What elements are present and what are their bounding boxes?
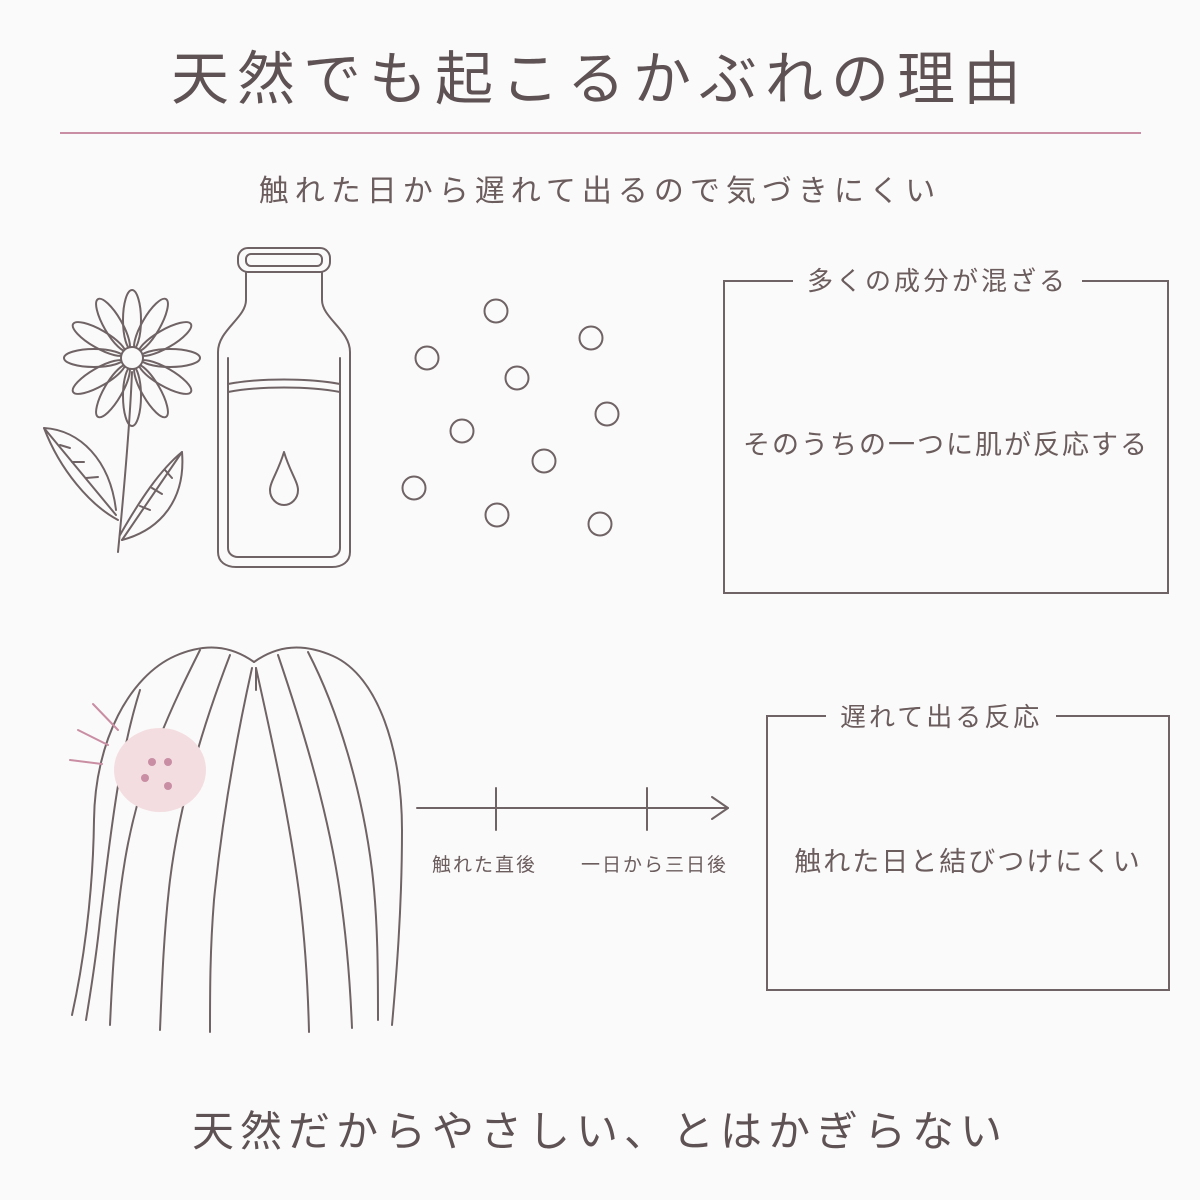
droplet-icon [269,451,299,506]
timeline-arrow-icon [416,787,729,831]
ingredients-panel-label: 多くの成分が混ざる [793,261,1083,298]
page-subtitle: 触れた日から遅れて出るので気づきにくい [258,174,942,209]
molecules-icon [401,298,620,537]
delayed-reaction-panel-label: 遅れて出る反応 [826,697,1057,734]
delayed-reaction-panel-text: 触れた日と結びつけにくい [794,847,1142,878]
timeline-label-later: 一日から三日後 [581,854,729,876]
title-divider [60,132,1141,134]
rash-spot-icon [69,703,206,812]
footer-message: 天然だからやさしい、とはかぎらない [191,1107,1008,1156]
bottle-icon [217,247,351,568]
ingredients-panel-text: そのうちの一つに肌が反応する [743,430,1149,461]
timeline-label-immediate: 触れた直後 [432,854,538,876]
flower-icon [43,289,201,553]
page-title: 天然でも起こるかぶれの理由 [170,45,1029,113]
head-hair-icon [71,646,403,1033]
